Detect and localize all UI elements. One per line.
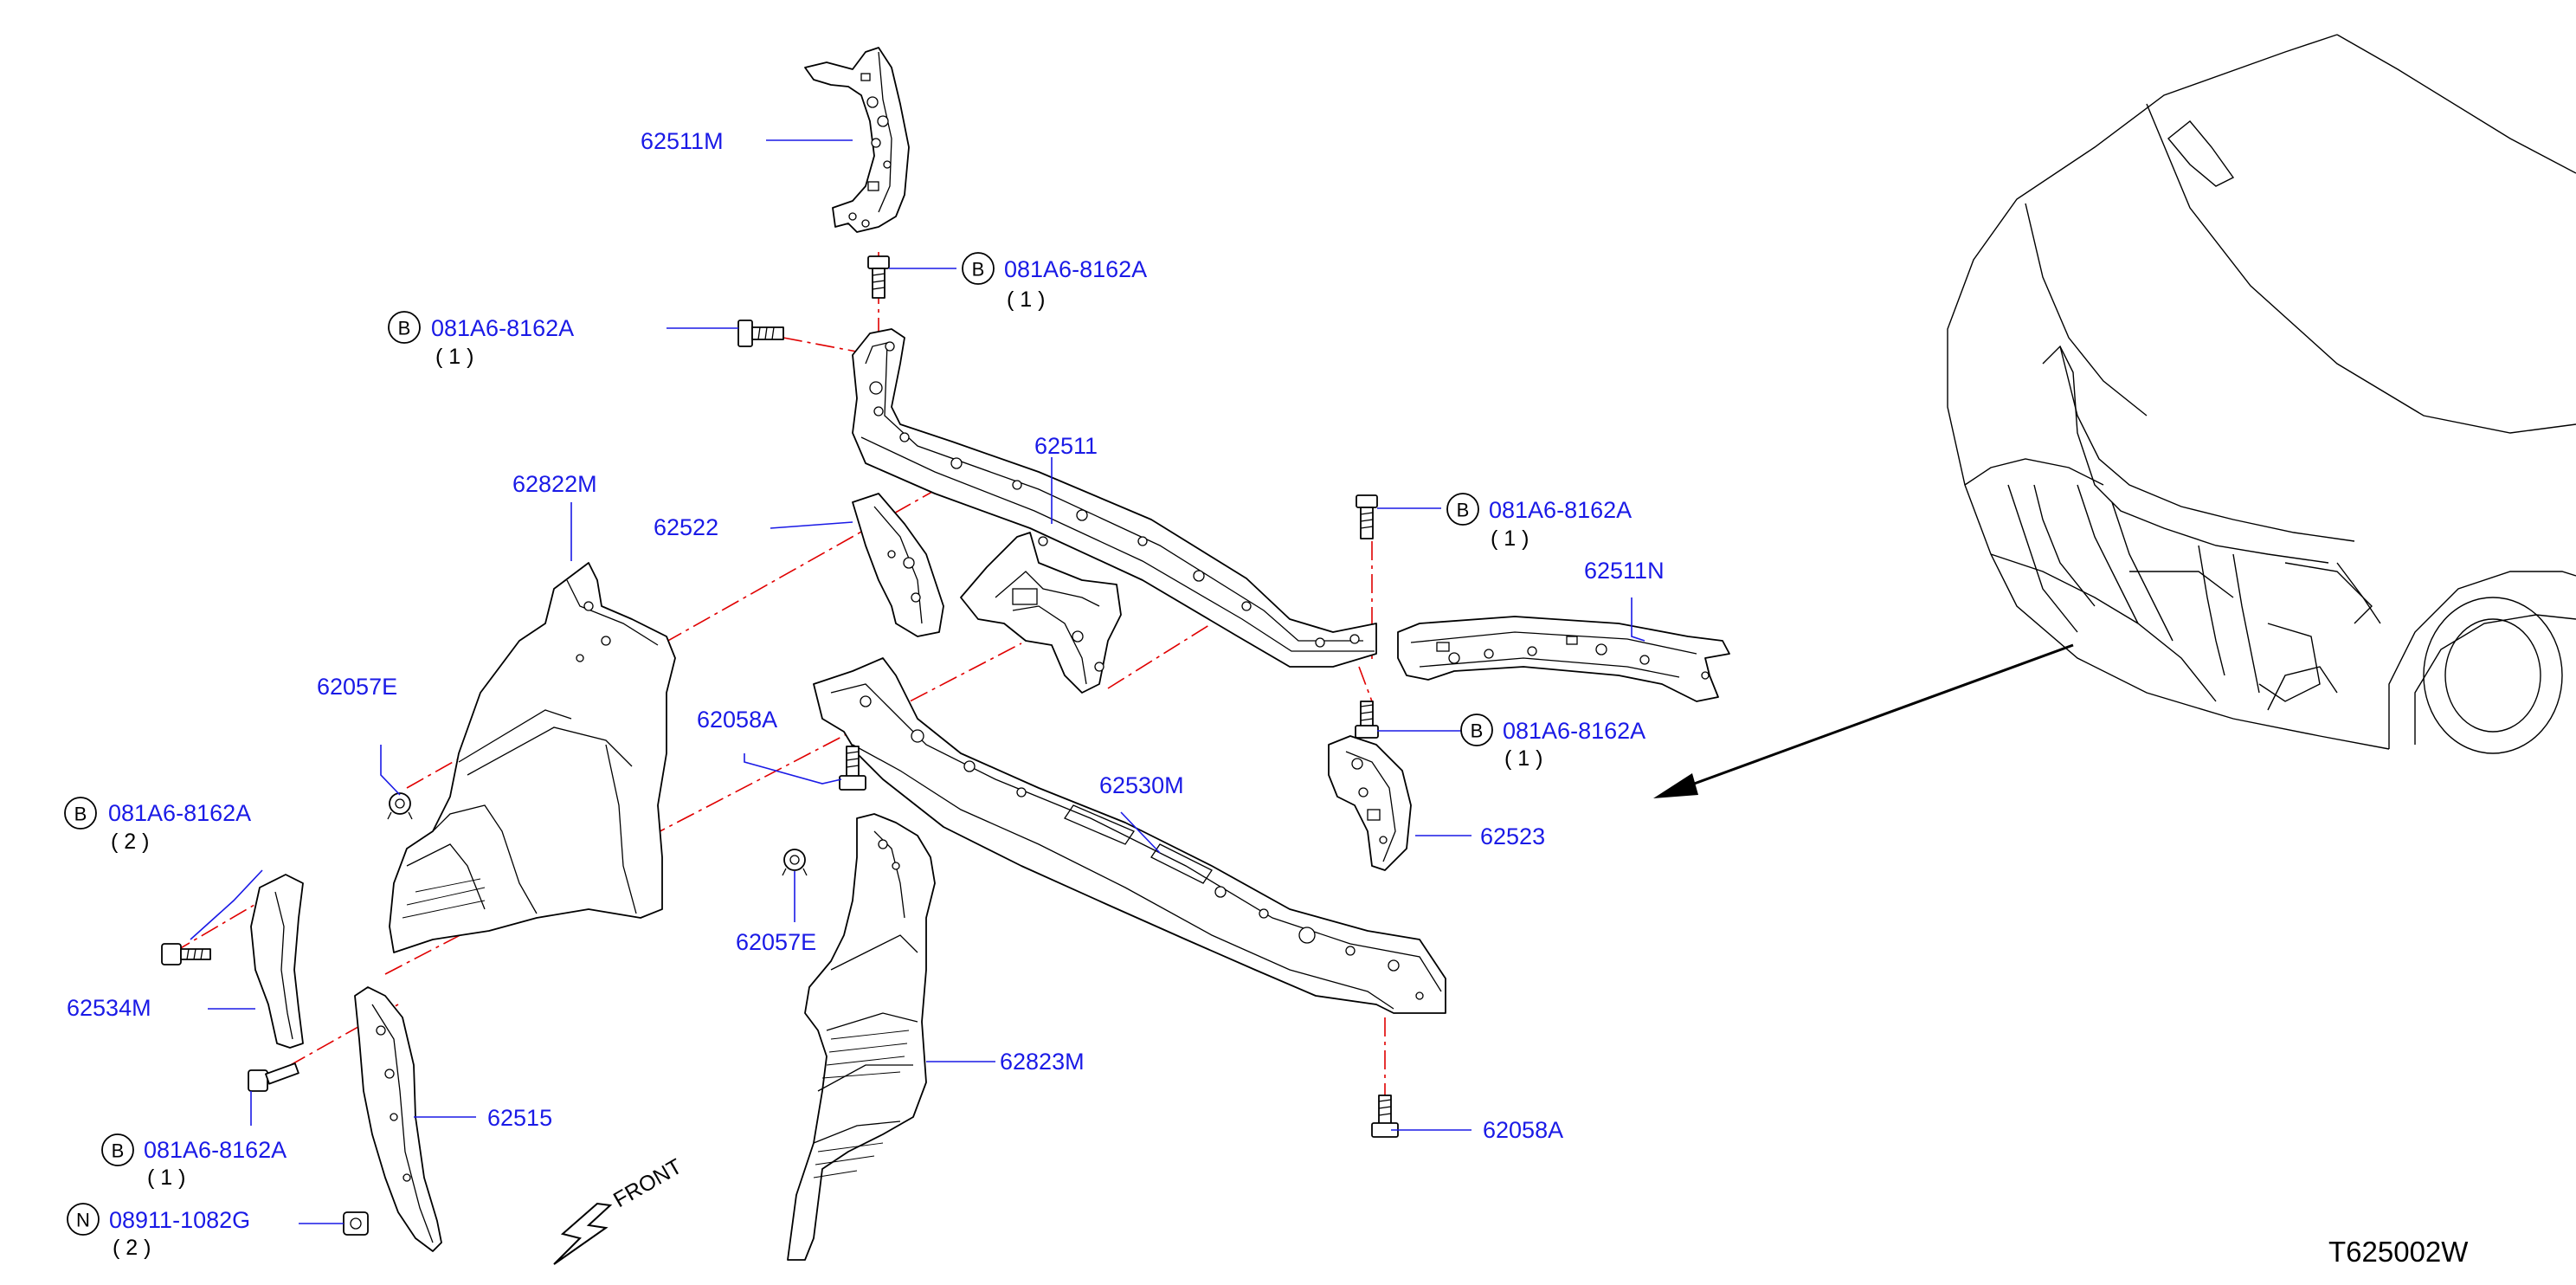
bolt-icon-f6[interactable] [248, 1062, 299, 1092]
fastener-callout-f1[interactable]: B 081A6-8162A ( 1 ) [962, 252, 1147, 312]
fastener-callout-f3[interactable]: B 081A6-8162A ( 1 ) [1446, 493, 1632, 551]
clip-icon-62057E-b[interactable] [782, 849, 808, 876]
leader-lines [190, 139, 1645, 1224]
fastener-part-number[interactable]: 081A6-8162A [431, 315, 574, 341]
diagram-reference-code: T625002W [2328, 1236, 2469, 1268]
part-62511N-stay[interactable] [1397, 616, 1730, 702]
part-62530M-lower-support[interactable] [813, 657, 1446, 1014]
fastener-badge: B [1457, 500, 1470, 521]
clip-icon-62057E-a[interactable] [387, 792, 413, 820]
part-62523-bracket[interactable] [1328, 735, 1412, 871]
fastener-part-number[interactable]: 081A6-8162A [1503, 718, 1645, 744]
part-62823M-air-guide[interactable] [787, 813, 936, 1261]
callout-62057E-a-text[interactable]: 62057E [317, 674, 397, 700]
fastener-callout-f6[interactable]: B 081A6-8162A ( 1 ) [101, 1133, 287, 1190]
callout-62515-text[interactable]: 62515 [487, 1105, 552, 1131]
fastener-part-number[interactable]: 081A6-8162A [1489, 497, 1632, 523]
front-label: FRONT [609, 1154, 686, 1212]
fastener-badge: B [112, 1140, 125, 1162]
fastener-part-number[interactable]: 081A6-8162A [108, 800, 251, 826]
callout-62511N-text[interactable]: 62511N [1584, 558, 1665, 584]
part-62822M-air-guide[interactable] [389, 562, 676, 953]
fastener-callout-f5[interactable]: B 081A6-8162A ( 2 ) [64, 797, 251, 854]
fastener-part-number[interactable]: 081A6-8162A [1004, 256, 1147, 282]
callout-62511-text[interactable]: 62511 [1034, 433, 1098, 459]
callout-62522[interactable]: 62522 [654, 514, 718, 540]
fastener-badge: B [74, 804, 87, 825]
nut-icon-f7[interactable] [343, 1211, 369, 1236]
fastener-quantity: ( 1 ) [147, 1166, 185, 1190]
vehicle-overview-illustration [1947, 34, 2576, 754]
callout-62058A-b[interactable]: 62058A [1483, 1117, 1563, 1143]
fastener-quantity: ( 2 ) [113, 1236, 151, 1260]
front-direction-indicator: FRONT [553, 1154, 686, 1265]
fastener-badge: N [76, 1210, 90, 1231]
fastener-quantity: ( 2 ) [111, 830, 149, 854]
callout-62057E-b[interactable]: 62057E [736, 929, 816, 955]
fastener-quantity: ( 1 ) [1491, 526, 1529, 551]
callout-62523[interactable]: 62523 [1480, 823, 1545, 849]
fastener-badge: B [972, 259, 985, 281]
callout-62515[interactable]: 62515 [487, 1105, 552, 1131]
fastener-callout-f2[interactable]: B 081A6-8162A ( 1 ) [388, 311, 574, 369]
callout-62058A-b-text[interactable]: 62058A [1483, 1117, 1563, 1143]
callout-62057E-b-text[interactable]: 62057E [736, 929, 816, 955]
callout-62058A-a-text[interactable]: 62058A [697, 707, 777, 733]
callout-62534M[interactable]: 62534M [67, 995, 151, 1021]
callout-62511M-text[interactable]: 62511M [641, 128, 724, 154]
bolt-icon-f2[interactable] [737, 320, 784, 347]
callout-62822M[interactable]: 62822M [512, 471, 597, 497]
callout-62523-text[interactable]: 62523 [1480, 823, 1545, 849]
fastener-badge: B [1471, 720, 1484, 742]
fastener-callout-f7[interactable]: N 08911-1082G ( 2 ) [67, 1203, 250, 1260]
callout-62822M-text[interactable]: 62822M [512, 471, 597, 497]
fastener-part-number[interactable]: 08911-1082G [109, 1207, 250, 1233]
part-center-lower-bracket[interactable] [960, 532, 1122, 694]
callout-62511N[interactable]: 62511N [1584, 558, 1665, 584]
fastener-quantity: ( 1 ) [435, 345, 473, 369]
callout-62530M[interactable]: 62530M [1099, 772, 1184, 798]
fastener-quantity: ( 1 ) [1007, 287, 1045, 312]
callout-62522-text[interactable]: 62522 [654, 514, 718, 540]
fastener-callout-f4[interactable]: B 081A6-8162A ( 1 ) [1460, 714, 1645, 771]
part-62522-bracket[interactable] [852, 493, 944, 637]
callout-62823M-text[interactable]: 62823M [1000, 1049, 1085, 1075]
part-62511-upper-support[interactable] [852, 328, 1377, 668]
bolt-icon-f1[interactable] [867, 255, 890, 299]
callout-62058A-a[interactable]: 62058A [697, 707, 777, 733]
callout-62057E-a[interactable]: 62057E [317, 674, 397, 700]
callout-62534M-text[interactable]: 62534M [67, 995, 151, 1021]
bolt-icon-f3[interactable] [1356, 494, 1378, 539]
fastener-part-number[interactable]: 081A6-8162A [144, 1137, 287, 1163]
bolt-icon-62058A-a[interactable] [839, 746, 866, 791]
bolt-icon-f5[interactable] [161, 943, 211, 965]
callout-62511M[interactable]: 62511M [641, 128, 724, 154]
bolt-icon-f4[interactable] [1355, 701, 1379, 739]
fastener-quantity: ( 1 ) [1504, 746, 1542, 771]
part-62511M-stay[interactable] [804, 47, 910, 233]
callout-62511[interactable]: 62511 [1034, 433, 1098, 459]
bolt-icon-62058A-b[interactable] [1371, 1095, 1399, 1138]
fastener-badge: B [398, 318, 411, 339]
part-62534M-stay[interactable] [250, 874, 304, 1049]
overview-pointer-arrow [1653, 643, 2074, 798]
callout-62823M[interactable]: 62823M [1000, 1049, 1085, 1075]
callout-62530M-text[interactable]: 62530M [1099, 772, 1184, 798]
part-62515-stay[interactable] [354, 986, 442, 1252]
